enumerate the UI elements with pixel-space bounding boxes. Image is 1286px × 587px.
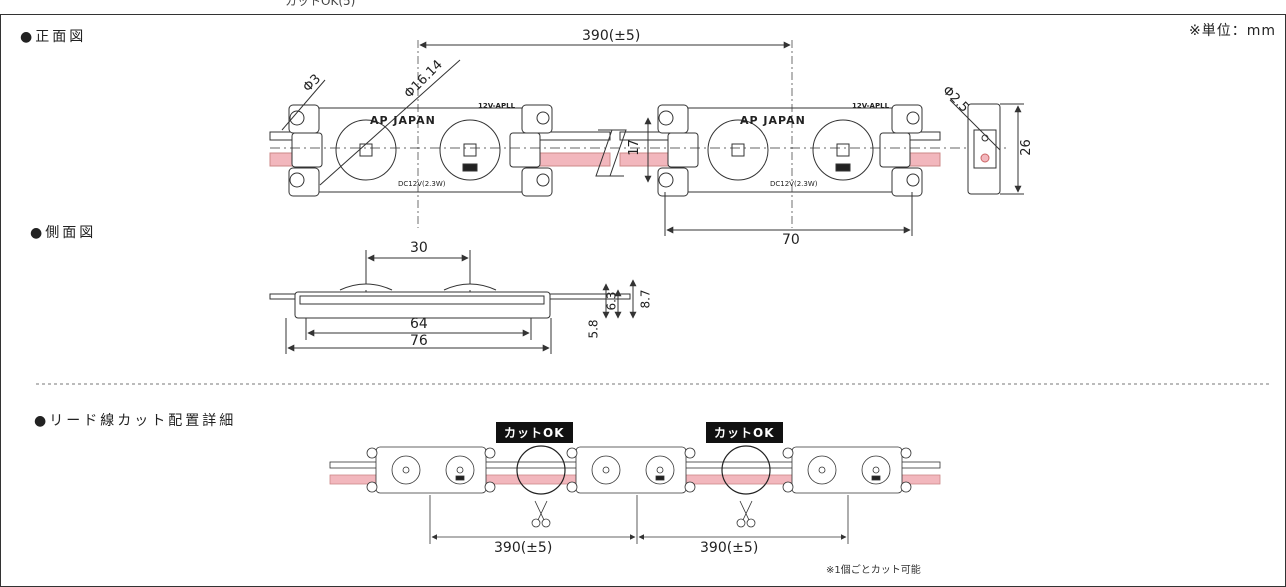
cut-detail-view [329,445,941,544]
front-view [269,40,1024,236]
module-model-right: 12V-APLL [852,102,890,110]
dim-lens-pitch: 30 [410,240,428,256]
dim-height: 17 [626,139,642,156]
dim-width: 70 [782,232,800,248]
side-view-title: ●側面図 [30,225,97,241]
dim-inner-length: 64 [410,316,428,332]
module-brand-right: AP JAPAN [740,114,806,127]
dim-h2: 8.7 [638,289,653,309]
cut-footnote: ※1個ごとカット可能 [826,565,921,576]
cut-ok-badge-2: カットOK [706,422,783,443]
dim-pitch: 390(±5) [582,28,641,44]
top-fragment-text: カットOK(5) [285,0,356,8]
cut-pitch-1: 390(±5) [494,540,553,556]
side-view [269,250,637,354]
dim-end-height: 26 [1018,139,1034,156]
cut-ok-badge-1: カットOK [496,422,573,443]
front-view-title: ●正面図 [20,29,87,45]
unit-note: ※単位：mm [1188,23,1276,39]
dim-base: 5.8 [586,319,601,339]
dim-outer-length: 76 [410,333,428,349]
cut-pitch-2: 390(±5) [700,540,759,556]
dim-h1: 6.3 [604,291,619,311]
cut-detail-title: ●リード線カット配置詳細 [34,413,237,429]
module-rating-right: DC12V(2.3W) [770,180,818,188]
module-brand-left: AP JAPAN [370,114,436,127]
module-model-left: 12V-APLL [478,102,516,110]
module-rating-left: DC12V(2.3W) [398,180,446,188]
